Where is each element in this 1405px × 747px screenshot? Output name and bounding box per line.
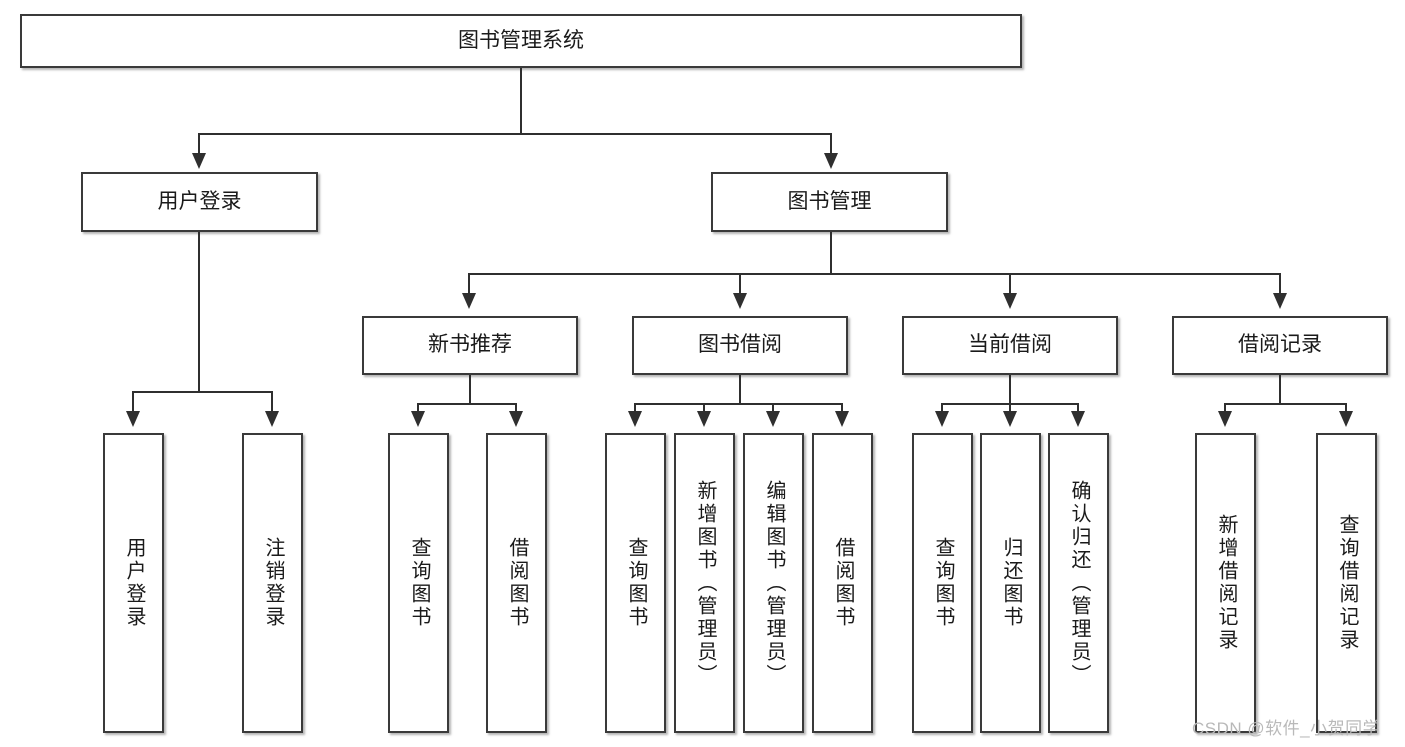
edge-nbr-right <box>515 403 517 413</box>
node-leaf-add-record[interactable]: 新增借阅记录 <box>1195 433 1256 733</box>
node-leaf-add-record-label: 新增借阅记录 <box>1215 514 1237 652</box>
edge-book-management-down <box>830 232 832 274</box>
node-book-management[interactable]: 图书管理 <box>711 172 948 232</box>
node-leaf-user-login-label: 用户登录 <box>123 537 145 629</box>
node-leaf-query-book-2[interactable]: 查询图书 <box>605 433 666 733</box>
node-book-borrow[interactable]: 图书借阅 <box>632 316 848 375</box>
node-leaf-edit-book-label: 编辑图书（管理员） <box>763 479 785 687</box>
node-leaf-return-book[interactable]: 归还图书 <box>980 433 1041 733</box>
edge-root-down <box>520 68 522 134</box>
edge-br-down <box>1279 375 1281 404</box>
node-leaf-query-book-2-label: 查询图书 <box>625 537 647 629</box>
arrow-to-leaf-edit-book <box>766 411 780 427</box>
node-leaf-edit-book[interactable]: 编辑图书（管理员） <box>743 433 804 733</box>
node-borrow-record-label: 借阅记录 <box>1238 333 1322 357</box>
edge-root-to-user-login <box>198 133 200 155</box>
arrow-to-leaf-borrow-book-1 <box>509 411 523 427</box>
edge-br-bus <box>1224 403 1346 405</box>
arrow-to-current-borrow <box>1003 293 1017 309</box>
edge-user-login-right <box>271 391 273 413</box>
edge-user-login-bus <box>132 391 272 393</box>
node-leaf-query-record[interactable]: 查询借阅记录 <box>1316 433 1377 733</box>
edge-bb-c3 <box>772 403 774 413</box>
arrow-to-leaf-query-book-1 <box>411 411 425 427</box>
node-leaf-user-login[interactable]: 用户登录 <box>103 433 164 733</box>
arrow-to-book-management <box>824 153 838 169</box>
node-leaf-add-book-label: 新增图书（管理员） <box>694 479 716 687</box>
arrow-to-leaf-add-record <box>1218 411 1232 427</box>
arrow-to-leaf-query-record <box>1339 411 1353 427</box>
edge-root-bus <box>198 133 832 135</box>
edge-to-book-borrow <box>739 273 741 295</box>
node-book-borrow-label: 图书借阅 <box>698 333 782 357</box>
arrow-to-user-login <box>192 153 206 169</box>
edge-cb-c1 <box>941 403 943 413</box>
node-leaf-query-book-1[interactable]: 查询图书 <box>388 433 449 733</box>
edge-nbr-left <box>417 403 419 413</box>
node-leaf-return-book-label: 归还图书 <box>1000 537 1022 629</box>
arrow-to-leaf-return-book <box>1003 411 1017 427</box>
arrow-to-leaf-user-login <box>126 411 140 427</box>
edge-cb-down <box>1009 375 1011 404</box>
edge-cb-c3 <box>1077 403 1079 413</box>
edge-user-login-left <box>132 391 134 413</box>
edge-bb-c2 <box>703 403 705 413</box>
edge-user-login-down <box>198 232 200 392</box>
node-leaf-borrow-book-2-label: 借阅图书 <box>832 537 854 629</box>
edge-root-to-book-management <box>830 133 832 155</box>
node-leaf-query-record-label: 查询借阅记录 <box>1336 514 1358 652</box>
node-root[interactable]: 图书管理系统 <box>20 14 1022 68</box>
edge-bb-bus <box>634 403 843 405</box>
arrow-to-book-borrow <box>733 293 747 309</box>
arrow-to-leaf-borrow-book-2 <box>835 411 849 427</box>
node-leaf-user-logout[interactable]: 注销登录 <box>242 433 303 733</box>
node-leaf-query-book-3[interactable]: 查询图书 <box>912 433 973 733</box>
edge-cb-c2 <box>1009 403 1011 413</box>
edge-bb-c4 <box>841 403 843 413</box>
node-borrow-record[interactable]: 借阅记录 <box>1172 316 1388 375</box>
edge-br-right <box>1345 403 1347 413</box>
arrow-to-leaf-add-book <box>697 411 711 427</box>
arrow-to-leaf-query-book-3 <box>935 411 949 427</box>
arrow-to-leaf-confirm-return <box>1071 411 1085 427</box>
edge-to-new-book-recommend <box>468 273 470 295</box>
arrow-to-leaf-user-logout <box>265 411 279 427</box>
edge-nbr-bus <box>417 403 516 405</box>
node-leaf-confirm-return[interactable]: 确认归还（管理员） <box>1048 433 1109 733</box>
node-leaf-add-book[interactable]: 新增图书（管理员） <box>674 433 735 733</box>
node-leaf-query-book-1-label: 查询图书 <box>408 537 430 629</box>
edge-bb-down <box>739 375 741 404</box>
node-book-management-label: 图书管理 <box>787 189 872 213</box>
edge-bb-c1 <box>634 403 636 413</box>
watermark: CSDN @软件_小贺同学 <box>1192 719 1381 738</box>
arrow-to-new-book-recommend <box>462 293 476 309</box>
node-new-book-recommend-label: 新书推荐 <box>428 333 512 357</box>
node-leaf-borrow-book-2[interactable]: 借阅图书 <box>812 433 873 733</box>
node-leaf-confirm-return-label: 确认归还（管理员） <box>1068 479 1090 687</box>
arrow-to-leaf-query-book-2 <box>628 411 642 427</box>
edge-level3-bus <box>468 273 1280 275</box>
node-leaf-user-logout-label: 注销登录 <box>262 537 284 629</box>
edge-to-current-borrow <box>1009 273 1011 295</box>
node-current-borrow[interactable]: 当前借阅 <box>902 316 1118 375</box>
node-user-login[interactable]: 用户登录 <box>81 172 318 232</box>
edge-br-left <box>1224 403 1226 413</box>
node-root-label: 图书管理系统 <box>458 28 584 52</box>
node-leaf-query-book-3-label: 查询图书 <box>932 537 954 629</box>
edge-nbr-down <box>469 375 471 404</box>
node-leaf-borrow-book-1[interactable]: 借阅图书 <box>486 433 547 733</box>
node-current-borrow-label: 当前借阅 <box>968 333 1052 357</box>
node-new-book-recommend[interactable]: 新书推荐 <box>362 316 578 375</box>
edge-to-borrow-record <box>1279 273 1281 295</box>
node-user-login-label: 用户登录 <box>157 189 242 213</box>
arrow-to-borrow-record <box>1273 293 1287 309</box>
node-leaf-borrow-book-1-label: 借阅图书 <box>506 537 528 629</box>
